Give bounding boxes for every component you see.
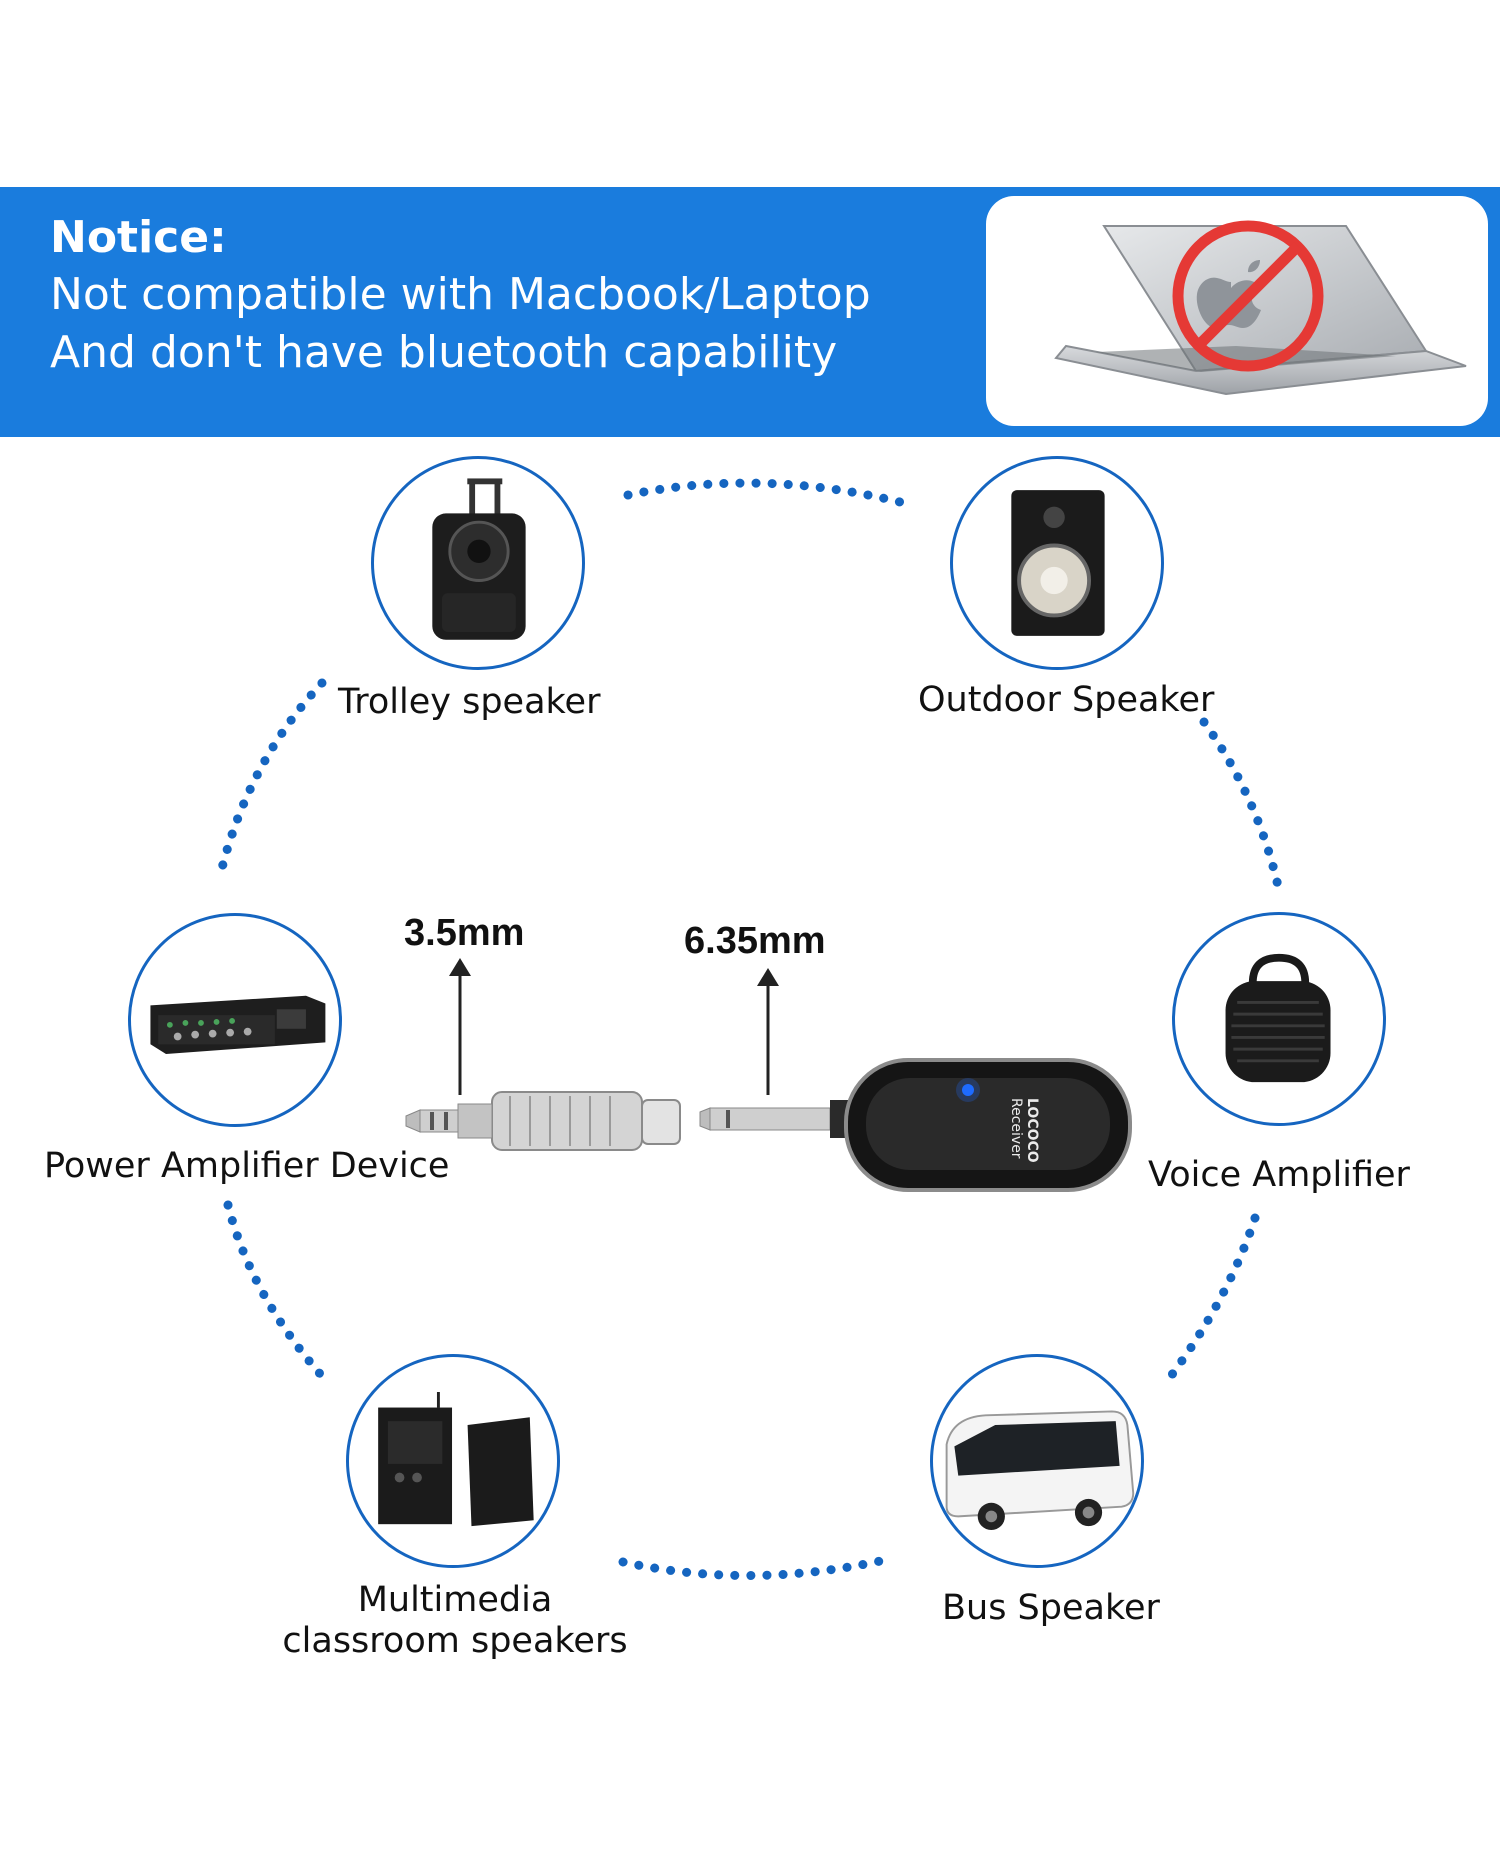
receiver-icon xyxy=(699,1058,1132,1192)
multimedia-label-line-1: Multimedia xyxy=(357,1580,553,1620)
no-laptop-panel xyxy=(986,196,1488,426)
receiver-brand: LOCOCO xyxy=(1024,1098,1040,1163)
notice-title: Notice: xyxy=(50,212,227,263)
power-amplifier-label: Power Amplifier Device xyxy=(44,1146,450,1186)
receiver-brand-text: LOCOCO Receiver xyxy=(1000,1098,1040,1218)
multimedia-speakers-circle xyxy=(346,1354,560,1568)
power-amplifier-circle xyxy=(128,913,342,1127)
trolley-speaker-icon xyxy=(432,478,526,640)
voice-amplifier-label: Voice Amplifier xyxy=(1148,1155,1410,1195)
bus-speaker-label: Bus Speaker xyxy=(942,1588,1160,1628)
bookshelf-speaker-icon xyxy=(1011,490,1105,636)
outdoor-speaker-label: Outdoor Speaker xyxy=(918,680,1215,720)
outdoor-speaker-circle xyxy=(950,456,1164,670)
plug-635mm-label: 6.35mm xyxy=(684,920,826,962)
power-amplifier-icon xyxy=(150,995,326,1055)
plug-35mm-label: 3.5mm xyxy=(404,912,525,954)
multimedia-label-line-2: classroom speakers xyxy=(282,1621,628,1661)
trolley-speaker-circle xyxy=(371,456,585,670)
notice-text-block: Notice: Not compatible with Macbook/Lapt… xyxy=(50,210,871,382)
no-laptop-icon xyxy=(1054,220,1467,396)
notice-line-1: Not compatible with Macbook/Laptop xyxy=(50,269,871,320)
trolley-speaker-label: Trolley speaker xyxy=(338,682,601,722)
voice-amplifier-icon xyxy=(1225,953,1331,1083)
voice-amplifier-circle xyxy=(1172,912,1386,1126)
adapter-icon xyxy=(405,1091,681,1151)
multimedia-speakers-icon xyxy=(378,1391,534,1527)
multimedia-speakers-label: Multimedia classroom speakers xyxy=(260,1580,650,1662)
receiver-model: Receiver xyxy=(1008,1098,1024,1159)
notice-line-2: And don't have bluetooth capability xyxy=(50,327,838,378)
bus-speaker-circle xyxy=(930,1354,1144,1568)
bus-icon xyxy=(945,1410,1135,1531)
